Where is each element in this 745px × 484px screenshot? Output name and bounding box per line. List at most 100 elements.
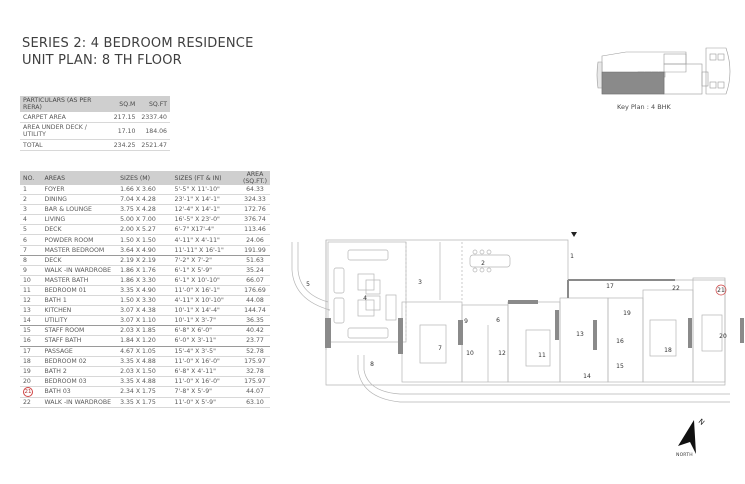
cell-size-ft: 10'-1" X 3'-7" xyxy=(171,315,240,327)
cell-no: 20 xyxy=(20,376,42,387)
col-sqm: SQ.M xyxy=(110,96,139,112)
summary-label: TOTAL xyxy=(20,139,111,151)
cell-size-ft: 15'-4" X 3'-5" xyxy=(171,346,240,357)
room-label-18: 18 xyxy=(664,347,672,354)
summary-sqft: 2521.47 xyxy=(138,139,170,151)
cell-size-ft: 6'-0" X 3'-11" xyxy=(171,335,240,347)
room-label-17: 17 xyxy=(606,283,614,290)
cell-no: 1 xyxy=(20,185,42,196)
cell-area: BAR & LOUNGE xyxy=(41,204,118,216)
entrance-marker-icon xyxy=(571,232,577,237)
cell-sqft: 63.10 xyxy=(239,397,270,408)
cell-size-ft: 6'-8" X 6'-0" xyxy=(171,325,240,337)
title-series: SERIES 2: 4 BEDROOM RESIDENCE xyxy=(22,36,254,51)
cell-sqft: 64.33 xyxy=(239,185,270,196)
cell-size-ft: 11'-11" X 16'-1" xyxy=(171,245,240,256)
cell-size-m: 1.66 X 3.60 xyxy=(117,185,172,196)
room-label-11: 11 xyxy=(538,352,546,359)
cell-size-m: 2.03 X 1.85 xyxy=(117,325,172,337)
cell-no: 13 xyxy=(20,305,42,317)
cell-no: 12 xyxy=(20,295,42,307)
cell-area: FOYER xyxy=(41,185,118,196)
areas-table: NO. AREAS SIZES (M) SIZES (FT & IN) AREA… xyxy=(20,171,270,408)
room-label-9: 9 xyxy=(464,318,468,325)
cell-size-m: 3.35 X 4.90 xyxy=(117,285,172,297)
cell-area: MASTER BATH xyxy=(41,275,118,286)
cell-no: 5 xyxy=(20,224,42,236)
cell-size-m: 3.35 X 1.75 xyxy=(117,397,172,408)
north-label: NORTH xyxy=(676,453,693,458)
floor-plan: 1 2 3 4 5 6 7 8 9 10 12 11 13 14 15 16 1… xyxy=(291,232,744,403)
north-letter: N xyxy=(697,417,706,427)
cell-sqft: 376.74 xyxy=(239,214,270,226)
cell-size-ft: 7'-8" X 5'-9" xyxy=(171,386,240,398)
room-label-4: 4 xyxy=(363,295,367,302)
col-sizes-m: SIZES (M) xyxy=(117,171,172,185)
room-label-5: 5 xyxy=(306,281,310,288)
cell-size-m: 3.75 X 4.28 xyxy=(117,204,172,216)
title-unit-plan: UNIT PLAN: 8 TH FLOOR xyxy=(22,53,182,68)
summary-sqft: 184.06 xyxy=(138,122,170,140)
cell-no: 15 xyxy=(20,325,42,337)
summary-row-carpet: CARPET AREA 217.15 2337.40 xyxy=(20,112,170,123)
room-label-10: 10 xyxy=(466,350,474,357)
room-label-2: 2 xyxy=(481,260,485,267)
room-label-11-12: 12 xyxy=(498,350,506,357)
cell-no: 19 xyxy=(20,366,42,377)
cell-no: 14 xyxy=(20,315,42,327)
summary-sqm: 217.15 xyxy=(110,112,139,123)
summary-sqft: 2337.40 xyxy=(138,112,170,123)
room-label-22: 22 xyxy=(672,285,680,292)
cell-sqft: 44.07 xyxy=(239,386,270,398)
cell-size-ft: 7'-2" X 7'-2" xyxy=(171,255,240,266)
cell-area: BEDROOM 01 xyxy=(41,285,118,297)
cell-sqft: 175.97 xyxy=(239,356,270,367)
room-label-15: 15 xyxy=(616,363,624,370)
cell-no: 8 xyxy=(20,255,42,266)
summary-label: AREA UNDER DECK / UTILITY xyxy=(20,122,111,140)
cell-sqft: 175.97 xyxy=(239,376,270,387)
cell-size-ft: 11'-0" X 16'-0" xyxy=(171,356,240,367)
cell-size-m: 5.00 X 7.00 xyxy=(117,214,172,226)
cell-area: POWDER ROOM xyxy=(41,234,118,246)
cell-size-m: 4.67 X 1.05 xyxy=(117,346,172,357)
cell-size-ft: 11'-0" X 16'-1" xyxy=(171,285,240,297)
cell-sqft: 35.24 xyxy=(239,265,270,276)
cell-size-ft: 11'-0" X 5'-9" xyxy=(171,397,240,408)
room-label-3: 3 xyxy=(418,279,422,286)
room-label-19: 19 xyxy=(623,310,631,317)
cell-area: BEDROOM 02 xyxy=(41,356,118,367)
page-title: SERIES 2: 4 BEDROOM RESIDENCE UNIT PLAN:… xyxy=(22,35,253,69)
cell-sqft: 191.99 xyxy=(239,245,270,256)
summary-row-deck: AREA UNDER DECK / UTILITY 17.10 184.06 xyxy=(20,122,170,140)
cell-area: WALK -IN WARDROBE xyxy=(41,397,118,408)
cell-area: BATH 2 xyxy=(41,366,118,377)
cell-no: 16 xyxy=(20,335,42,347)
key-plan-label: Key Plan : 4 BHK xyxy=(617,103,671,111)
cell-size-m: 3.35 X 4.88 xyxy=(117,376,172,387)
summary-sqm: 17.10 xyxy=(110,122,139,140)
cell-area: LIVING xyxy=(41,214,118,226)
cell-size-ft: 6'-8" X 4'-11" xyxy=(171,366,240,377)
cell-sqft: 36.35 xyxy=(239,315,270,327)
col-no: NO. xyxy=(20,171,42,185)
cell-area: DECK xyxy=(41,255,118,266)
cell-size-ft: 16'-5" X 23'-0" xyxy=(171,214,240,226)
cell-sqft: 113.46 xyxy=(239,224,270,236)
cell-size-m: 2.19 X 2.19 xyxy=(117,255,172,266)
highlight-circle: 21 xyxy=(23,386,33,397)
cell-sqft: 44.08 xyxy=(239,295,270,307)
cell-size-ft: 5'-5" X 11'-10" xyxy=(171,185,240,196)
cell-size-m: 3.07 X 4.38 xyxy=(117,305,172,317)
cell-no: 22 xyxy=(20,397,42,408)
